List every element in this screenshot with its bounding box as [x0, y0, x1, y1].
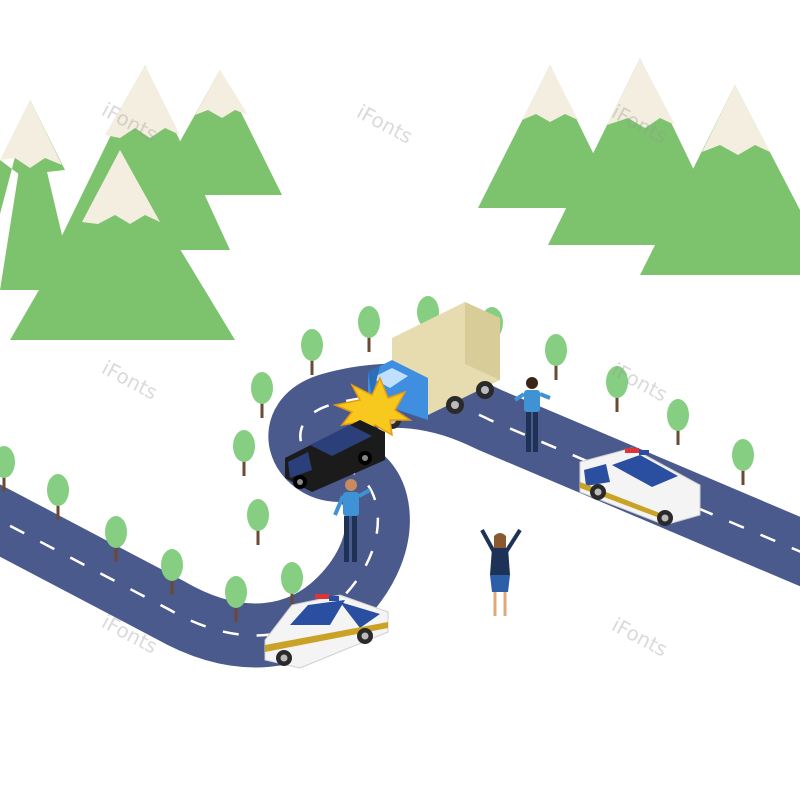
mountain-icon	[640, 85, 800, 275]
mountain-icon	[10, 150, 235, 340]
tree-icon	[667, 399, 689, 445]
police-car-icon	[579, 447, 701, 526]
tree-icon	[281, 562, 303, 608]
tree-icon	[247, 499, 269, 545]
tree-icon	[545, 334, 567, 380]
mountain-range-left	[0, 65, 282, 340]
tree-icon	[732, 439, 754, 485]
tree-icon	[161, 549, 183, 595]
tree-icon	[358, 306, 380, 352]
crash-burst-icon	[332, 376, 413, 440]
police-officer-icon	[333, 479, 371, 562]
mountain-range-right	[478, 58, 800, 275]
tree-icon	[225, 576, 247, 622]
mountain-icon	[150, 70, 282, 195]
police-car-icon	[264, 594, 389, 669]
tree-icon	[105, 516, 127, 562]
tree-icon	[251, 372, 273, 418]
tree-icon	[47, 474, 69, 520]
tree-icon	[606, 366, 628, 412]
car-icon	[285, 420, 385, 492]
person-icon	[480, 528, 522, 616]
tree-icon	[301, 329, 323, 375]
mountain-icon	[0, 100, 75, 290]
police-officer-icon	[513, 377, 551, 452]
tree-icon	[233, 430, 255, 476]
tree-icon	[0, 446, 15, 492]
